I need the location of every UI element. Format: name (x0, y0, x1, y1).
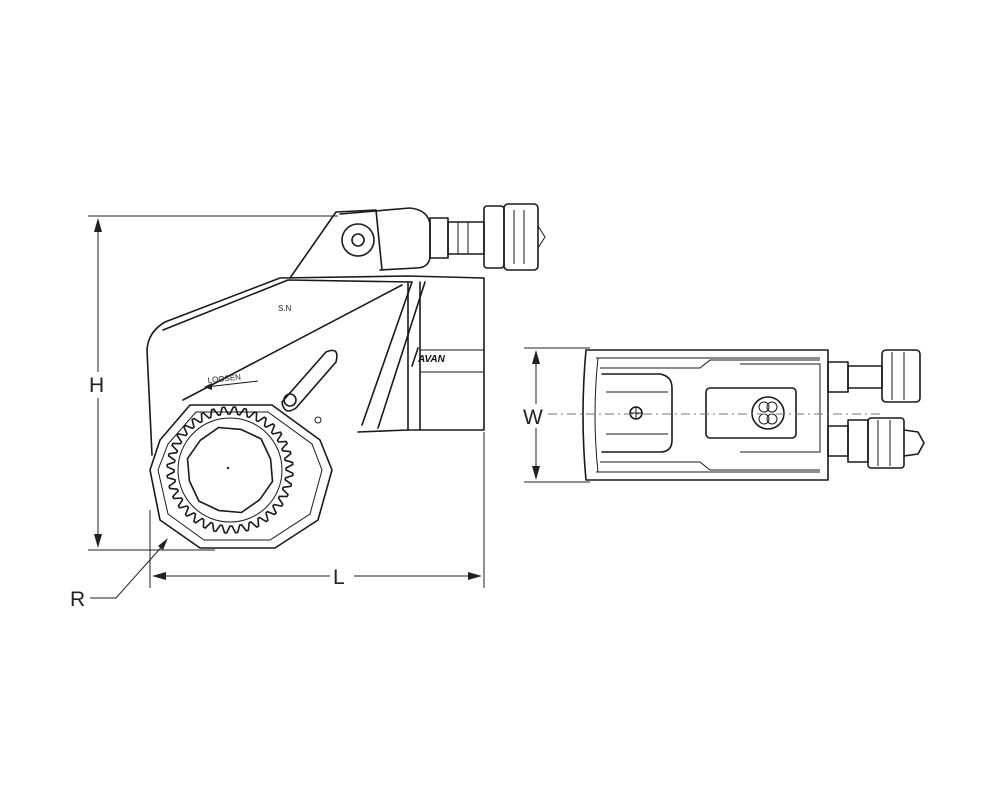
swivel-post (289, 209, 383, 279)
hex-socket (186, 426, 274, 514)
top-coupler-lower-detail (877, 420, 891, 466)
width-label: W (523, 406, 543, 429)
top-coupler-body-upper (847, 365, 883, 389)
top-swivel-port-2 (766, 401, 778, 413)
top-coupler-base-upper (827, 361, 849, 393)
coupler-body (447, 221, 485, 255)
coupler-ridges (457, 222, 469, 254)
piston-link (281, 349, 338, 412)
height-label: H (89, 374, 104, 397)
serial-marking: S.N (278, 304, 292, 313)
swivel-pivot-inner (351, 233, 365, 247)
ratchet-gear (166, 406, 294, 534)
top-coupler-body-lower (847, 419, 869, 463)
height-dimension: H (88, 215, 338, 551)
length-dimension: L (149, 432, 485, 589)
swivel-pivot-outer (341, 223, 375, 257)
brand-logo-mark (411, 347, 419, 367)
top-body-rail-top (600, 359, 820, 369)
top-coupler-base-lower (827, 425, 849, 457)
top-swivel-box (705, 387, 797, 439)
gear-inner-ring (177, 417, 283, 523)
width-dimension: W (522, 347, 590, 483)
arm-upper-edge (162, 279, 413, 331)
socket-center-mark (226, 466, 230, 470)
coupler-end-detail (513, 210, 546, 264)
top-drive-hole-cross (630, 407, 642, 419)
top-coupler-lower-tip (903, 429, 925, 457)
top-swivel-outer (751, 396, 785, 430)
housing-outline (146, 275, 485, 456)
swivel-arm (339, 207, 431, 271)
top-sleeve-detail (606, 391, 668, 435)
ratchet-head-outer (149, 404, 333, 549)
loosen-arrow-line (205, 380, 259, 388)
body-diagonal-1 (182, 284, 403, 401)
top-coupler-upper-detail (891, 352, 905, 400)
top-body-outline (582, 349, 829, 481)
top-view (548, 349, 925, 481)
loosen-arrowhead (204, 383, 212, 390)
side-view: S.N LOOSEN AVAN (146, 203, 546, 549)
top-coupler-end-upper (881, 349, 921, 403)
body-diagonal-3 (377, 281, 426, 429)
gear-teeth (166, 406, 294, 534)
radius-label: R (70, 588, 85, 611)
brand-logo: AVAN (417, 354, 446, 365)
top-sleeve (601, 373, 673, 453)
coupler-end (503, 203, 539, 271)
top-body-rail-bottom (600, 461, 820, 471)
small-hole (314, 416, 322, 424)
top-swivel-box-inner (740, 363, 821, 453)
body-diagonal-2 (361, 281, 413, 426)
coupler-sleeve (483, 205, 505, 269)
length-label: L (333, 566, 345, 589)
loosen-marking: LOOSEN (207, 373, 241, 385)
top-coupler-end-lower (867, 417, 905, 469)
radius-leader: R (70, 538, 168, 611)
top-body-inner (594, 357, 820, 473)
top-swivel-port-1 (758, 401, 770, 413)
ratchet-head-inner-rim (157, 411, 323, 541)
link-pin (283, 393, 297, 407)
coupler-nut (429, 217, 449, 259)
